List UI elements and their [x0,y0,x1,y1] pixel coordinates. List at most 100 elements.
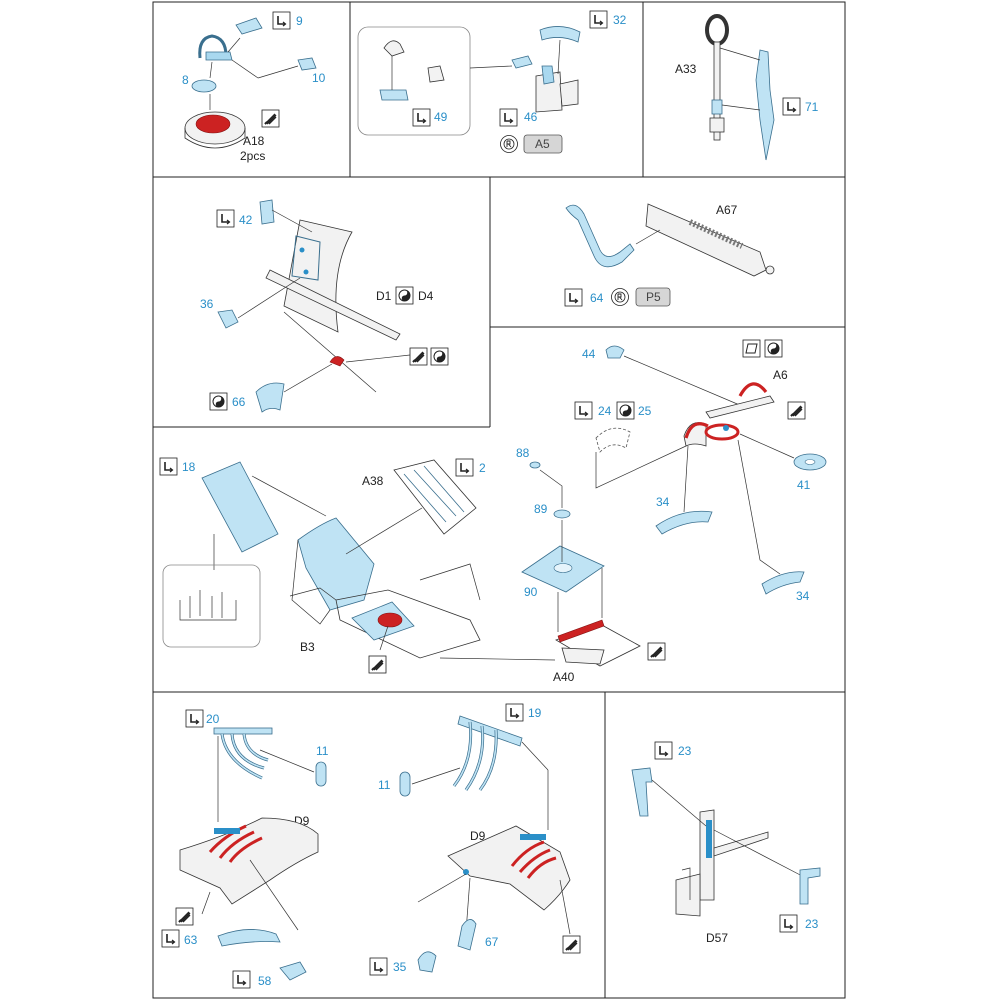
bend-icon [455,458,474,477]
part-number-67: 67 [485,935,499,949]
bend-icon [185,709,204,728]
panel-wheel: 9 8 10 A18 2pcs [182,11,326,163]
ref-box [635,287,671,307]
etch-part-36 [217,309,239,329]
paint-icon [430,347,449,366]
etch-part-64 [565,204,635,268]
bend-icon [654,741,673,760]
panel-mount: 49 32 46 A5 [357,10,627,154]
bend-icon [564,288,583,307]
bend-icon [574,401,593,420]
etch-part-88 [529,461,541,469]
kit-part-label: A67 [716,203,738,217]
bend-icon [782,97,801,116]
etch-part-23-bottom [799,867,821,905]
kit-part-label: A18 [243,134,265,148]
bend-icon [505,703,524,722]
part-number-66: 66 [232,395,246,409]
part-number-18: 18 [182,460,196,474]
part-number-34-left: 34 [656,495,670,509]
etch-part-89 [553,509,571,519]
etch-part-44 [605,345,625,359]
bend-icon [369,957,388,976]
kit-part-label: D57 [706,931,728,945]
bend-icon [412,108,431,127]
paint-area [557,619,605,643]
etch-part-71 [755,49,775,161]
part-number-32: 32 [613,13,627,27]
kit-part-label: D9 [470,829,486,843]
rod-part [713,41,721,141]
panel-d9-right: 19 11 D9 67 35 [369,703,581,976]
part-number-58: 58 [258,974,272,988]
part-number-25: 25 [638,404,652,418]
hull-panel-a38 [297,517,375,611]
d9-part [179,817,319,905]
part-number-90: 90 [524,585,538,599]
ref-label: A5 [535,137,550,151]
etch-part-9 [235,17,263,35]
part-number-64: 64 [590,291,604,305]
kit-part-label-d4: D4 [418,289,434,303]
etch-part-42 [259,199,275,225]
etch-part-23-top [631,767,653,817]
kit-part-label: A6 [773,368,788,382]
bend-icon [272,11,291,30]
etch-part-11 [399,771,411,797]
etch-part-34-left [655,510,713,535]
part-number-10: 10 [312,71,326,85]
bend-icon [159,457,178,476]
quantity-label: 2pcs [240,149,265,163]
glue-icon [787,401,806,420]
paint-icon [616,401,635,420]
detail-callout [357,26,471,136]
part-number-63: 63 [184,933,198,947]
panel-grid [152,1,846,999]
glue-icon [562,935,581,954]
panel-rod: A33 71 [675,14,819,161]
paint-icon [209,392,228,411]
etch-part-20 [213,727,273,735]
panel-d9-left: 20 11 D9 63 58 [161,709,329,989]
detail-callout [162,564,261,648]
part-number-42: 42 [239,213,253,227]
panel-d1-d4: 42 36 D1 D4 66 [200,199,449,413]
panel-d57: 23 23 D57 [631,741,821,945]
kit-part-label: A33 [675,62,697,76]
etch-part-66 [255,382,285,413]
panel-hull: 18 A38 2 B3 88 89 90 [159,446,666,684]
part-number-2: 2 [479,461,486,475]
panel-a67: A67 64 P5 [564,203,775,307]
glue-icon [647,642,666,661]
ref-box [523,134,563,154]
part-number-35: 35 [393,960,407,974]
ref-label: P5 [646,290,661,304]
etch-part-34-right [761,571,805,595]
part-number-41: 41 [797,478,811,492]
part-number-24: 24 [598,404,612,418]
glue-icon [368,655,387,674]
etch-part-63 [217,929,281,947]
part-number-46: 46 [524,110,538,124]
part-number-23-top: 23 [678,744,692,758]
part-number-88: 88 [516,446,530,460]
etch-part-35 [417,951,437,973]
etch-part-32 [539,26,581,43]
etch-part-11 [315,761,327,787]
bend-icon [779,914,798,933]
part-number-9: 9 [296,14,303,28]
d9-part [447,825,571,911]
etch-part-10 [297,57,317,71]
part-number-49: 49 [434,110,448,124]
etch-part-8 [191,79,217,93]
paint-area [377,612,403,628]
glue-icon [261,109,280,128]
kit-part-label-a40: A40 [553,670,575,684]
remove-part-icon [742,339,761,358]
part-number-71: 71 [805,100,819,114]
glue-icon [175,907,194,926]
bend-icon [232,970,251,989]
part-number-11: 11 [316,744,329,758]
bend-icon [589,10,608,29]
